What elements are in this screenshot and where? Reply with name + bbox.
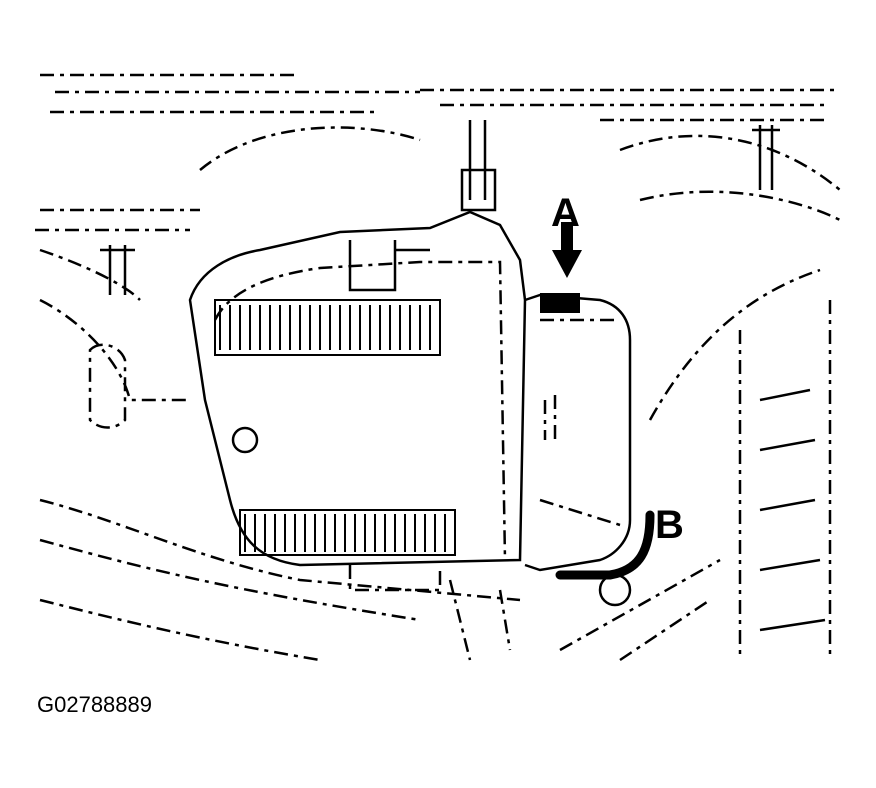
figure-id: G02788889 (37, 692, 152, 717)
callout-b-label: B (655, 503, 684, 547)
stud-bolts (100, 120, 780, 295)
side-reservoir (524, 293, 632, 572)
mount-bracket (348, 565, 512, 661)
background-hood-lines (35, 73, 841, 301)
upper-fins (214, 299, 441, 356)
callout-a-label: A (551, 191, 580, 235)
right-side-structure (559, 268, 832, 662)
lower-fins (239, 509, 456, 556)
left-bracket (39, 298, 521, 662)
arrow-a-icon (552, 222, 582, 278)
hose-b (555, 510, 655, 580)
